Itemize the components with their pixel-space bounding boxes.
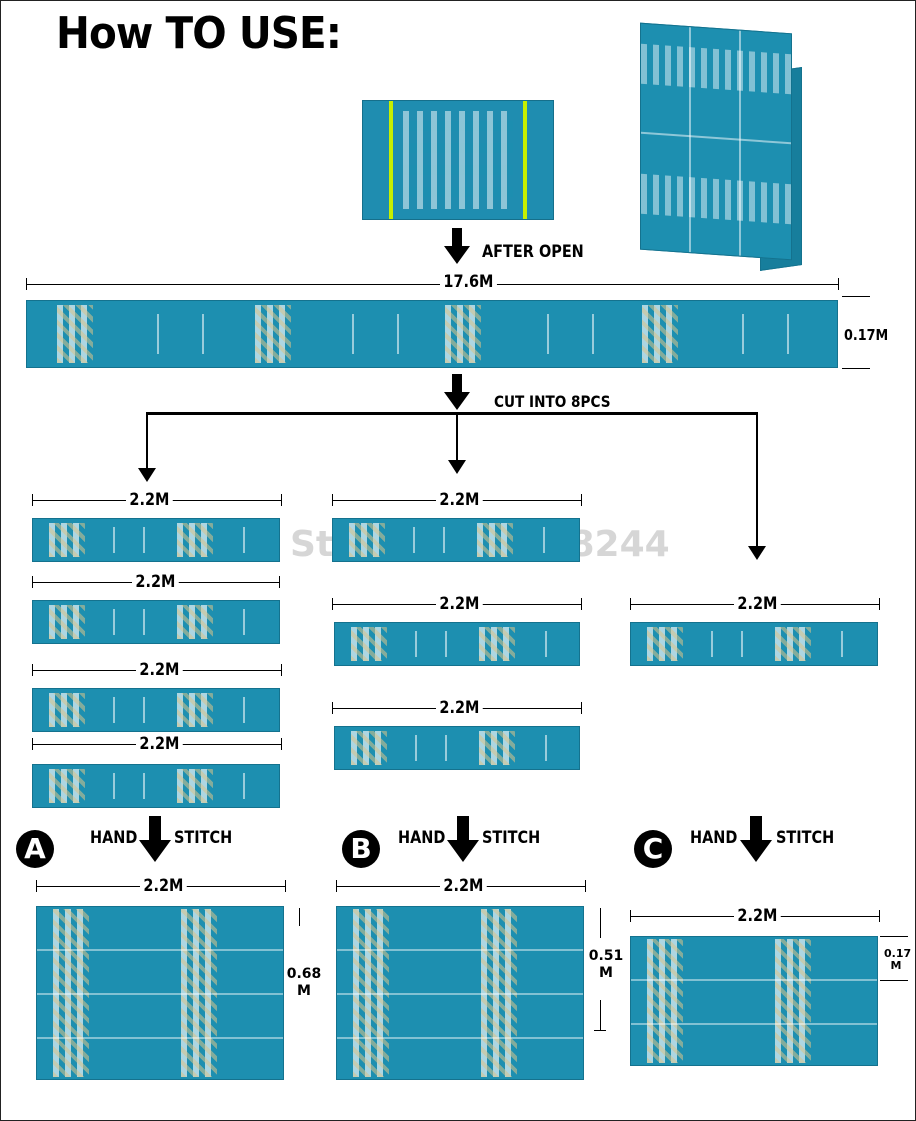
full-fabric-strip (26, 300, 838, 368)
fabric-piece (32, 688, 280, 732)
stitch-arrow-b-icon (447, 816, 479, 862)
branch-line-horizontal (146, 412, 758, 415)
stitched-fabric-c (630, 936, 878, 1066)
piece-length-label: 2.2M (436, 698, 483, 718)
branch-arrow-right-icon (748, 546, 766, 560)
branch-line-middle (456, 412, 458, 462)
fabric-piece (332, 518, 580, 562)
stitch-arrow-a-icon (139, 816, 171, 862)
piece-length-label: 2.2M (140, 876, 187, 896)
option-b-badge: B (342, 830, 380, 868)
stitch-label-a: STITCH (174, 828, 233, 848)
c-height-cap-top (880, 936, 908, 937)
branch-arrow-left-icon (138, 468, 156, 482)
full-width-cap-top (842, 296, 870, 297)
piece-length-label: 2.2M (136, 660, 183, 680)
full-length-cap-right (838, 278, 839, 290)
stitch-label-c: STITCH (776, 828, 835, 848)
piece-length-label: 2.2M (734, 594, 781, 614)
stitched-fabric-a (36, 906, 284, 1080)
c-height-cap-bottom (880, 980, 908, 981)
ribbon-band-left (389, 101, 393, 219)
full-length-cap-left (26, 278, 27, 290)
piece-length-label: 2.2M (132, 572, 179, 592)
branch-line-left (146, 412, 148, 472)
cut-arrow-icon (444, 374, 470, 410)
rolled-fabric-image (362, 100, 554, 220)
b-height-line-bottom (600, 1000, 601, 1030)
piece-length-label: 2.2M (436, 594, 483, 614)
fabric-piece (334, 622, 580, 666)
fabric-piece (334, 726, 580, 770)
stitched-fabric-b (336, 906, 584, 1080)
branch-line-right (756, 412, 758, 548)
ribbon-band-right (523, 101, 527, 219)
stitch-arrow-c-icon (740, 816, 772, 862)
piece-length-label: 2.2M (126, 490, 173, 510)
cut-label: CUT INTO 8PCS (494, 392, 611, 411)
after-open-label: AFTER OPEN (482, 242, 584, 262)
fabric-piece (630, 622, 878, 666)
piece-length-label: 2.2M (734, 906, 781, 926)
option-a-badge: A (16, 830, 54, 868)
piece-length-label: 2.2M (136, 734, 183, 754)
a-height-line-top (299, 908, 300, 926)
full-width-label: 0.17M (844, 326, 889, 344)
hand-label-b: HAND (398, 828, 446, 848)
piece-length-label: 2.2M (436, 490, 483, 510)
fabric-piece (32, 764, 280, 808)
fabric-piece (32, 600, 280, 644)
fabric-piece (32, 518, 280, 562)
full-length-dim-line (26, 284, 838, 285)
b-height-cap-bottom (594, 1030, 606, 1031)
hand-label-a: HAND (90, 828, 138, 848)
b-height-line-top (600, 908, 601, 938)
stitch-label-b: STITCH (482, 828, 541, 848)
full-length-label: 17.6M (440, 272, 497, 292)
page-title: How TO USE: (56, 8, 342, 59)
after-open-arrow-icon (444, 228, 470, 264)
piece-length-label: 2.2M (440, 876, 487, 896)
hand-label-c: HAND (690, 828, 738, 848)
branch-arrow-middle-icon (448, 460, 466, 474)
option-c-badge: C (634, 830, 672, 868)
folded-fabric-image (640, 22, 792, 261)
full-width-cap-bottom (842, 368, 870, 369)
